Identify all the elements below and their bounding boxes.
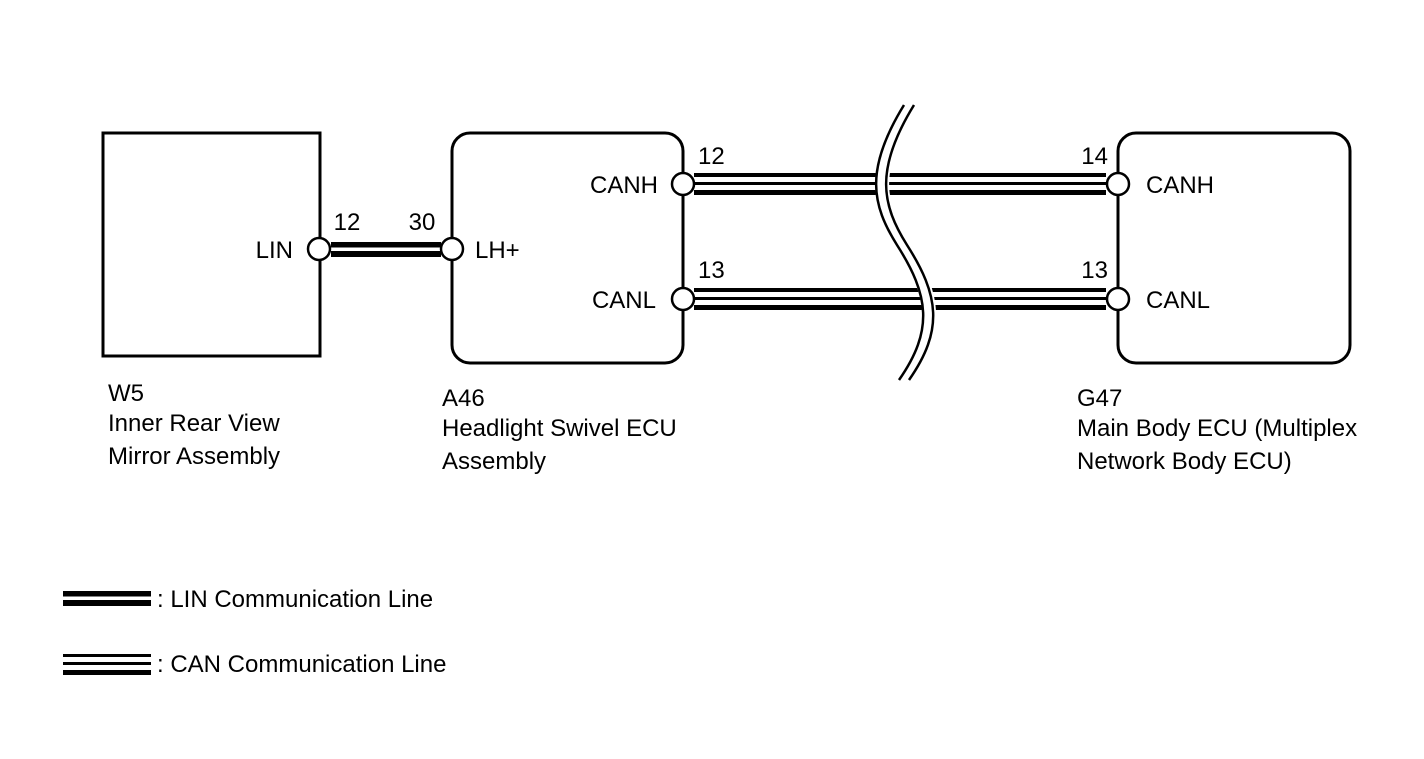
legend-lin-swatch <box>63 591 151 606</box>
a46-pin-canl: 13 <box>698 257 725 284</box>
g47-code: G47 <box>1077 385 1122 412</box>
a46-canl-pin-connector <box>670 286 696 312</box>
legend-can-swatch <box>63 654 151 675</box>
a46-name-line1: Headlight Swivel ECU <box>442 415 677 442</box>
w5-lin-pin-connector <box>306 236 332 262</box>
a46-lh-pin-connector <box>439 236 465 262</box>
legend-lin-label: : LIN Communication Line <box>157 586 433 613</box>
component-a46: LH+ 30 CANH 12 CANL 13 A46 Headlight Swi… <box>409 131 725 475</box>
g47-terminal-canh: CANH <box>1146 172 1214 199</box>
w5-name-line2: Mirror Assembly <box>108 443 280 470</box>
w5-name-line1: Inner Rear View <box>108 410 280 437</box>
legend: : LIN Communication Line : CAN Communica… <box>63 586 446 678</box>
a46-terminal-lh: LH+ <box>475 237 520 264</box>
g47-pin-canh: 14 <box>1081 143 1108 170</box>
a46-terminal-canh: CANH <box>590 172 658 199</box>
legend-can-label: : CAN Communication Line <box>157 651 446 678</box>
g47-pin-canl: 13 <box>1081 257 1108 284</box>
w5-terminal-lin: LIN <box>256 237 293 264</box>
a46-terminal-canl: CANL <box>592 287 656 314</box>
w5-pin-lin: 12 <box>334 209 361 236</box>
component-g47: CANH 14 CANL 13 G47 Main Body ECU (Multi… <box>1077 131 1357 475</box>
a46-code: A46 <box>442 385 485 412</box>
g47-box <box>1116 131 1352 365</box>
w5-box <box>101 131 322 358</box>
a46-pin-canh: 12 <box>698 143 725 170</box>
g47-name-line1: Main Body ECU (Multiplex <box>1077 415 1357 442</box>
can-h-wire <box>694 173 1106 195</box>
g47-terminal-canl: CANL <box>1146 287 1210 314</box>
can-l-wire <box>694 288 1106 310</box>
lin-wire <box>331 242 441 257</box>
a46-name-line2: Assembly <box>442 448 546 475</box>
a46-canh-pin-connector <box>670 171 696 197</box>
g47-name-line2: Network Body ECU) <box>1077 448 1292 475</box>
component-w5: LIN 12 W5 Inner Rear View Mirror Assembl… <box>101 131 361 470</box>
wire-break-symbol <box>874 101 937 385</box>
a46-pin-lh: 30 <box>409 209 436 236</box>
w5-code: W5 <box>108 380 144 407</box>
g47-canl-pin-connector <box>1105 286 1131 312</box>
g47-canh-pin-connector <box>1105 171 1131 197</box>
